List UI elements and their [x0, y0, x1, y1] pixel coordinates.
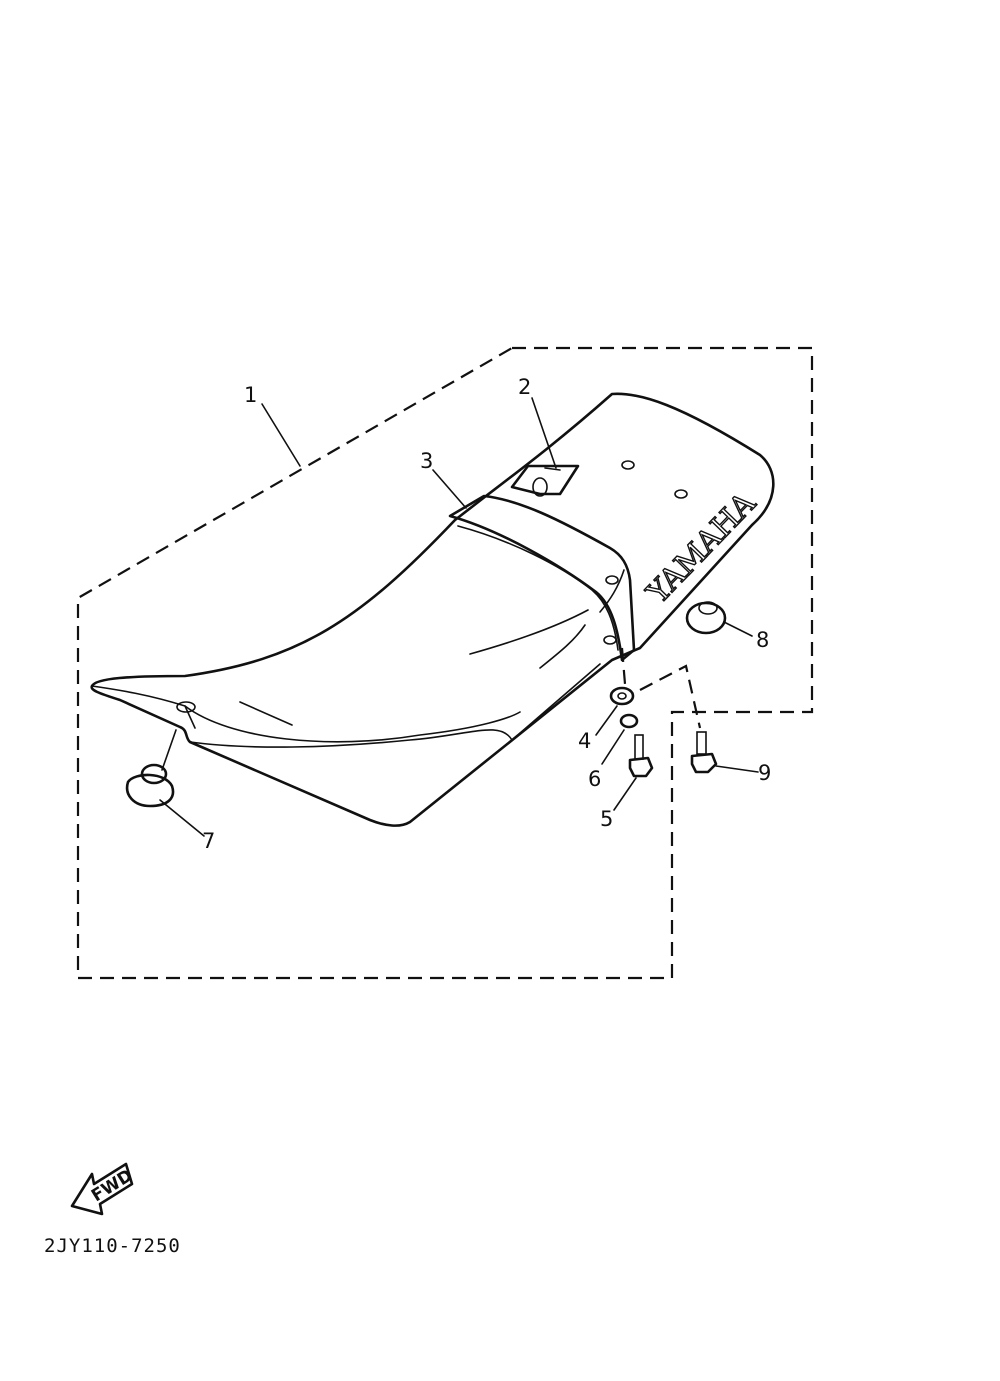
- alignment-line-seat-rear: [639, 664, 702, 729]
- seat-shade-2: [469, 609, 589, 655]
- bolt-rear-head: [690, 752, 718, 774]
- grommet-cap: [698, 601, 718, 615]
- leader-8: [723, 621, 753, 637]
- leader-7: [159, 799, 205, 837]
- hook-slot: [544, 467, 561, 471]
- collar-ring: [619, 713, 639, 729]
- damper-body: [125, 773, 175, 808]
- leader-6: [601, 729, 625, 765]
- seat-band[interactable]: [448, 494, 636, 662]
- washer-ring: [609, 686, 635, 706]
- front-damper[interactable]: [125, 763, 175, 808]
- seat-shade-3: [539, 624, 586, 669]
- seat-front-lip: [91, 685, 196, 729]
- leader-4: [595, 705, 618, 736]
- forward-arrow: FWD: [70, 1162, 136, 1216]
- washer-hole: [617, 692, 627, 700]
- rear-hole-1: [621, 460, 635, 470]
- callout-7: 7: [202, 829, 215, 853]
- seat-side-rim: [189, 663, 601, 748]
- seat-shade-4: [599, 569, 625, 613]
- front-mount-hole: [176, 701, 196, 713]
- seat-band-shape: [448, 494, 636, 662]
- callout-2: 2: [518, 375, 531, 399]
- leader-2: [531, 397, 557, 469]
- diagram-code: 2JY110-7250: [44, 1235, 181, 1257]
- bolt-rear[interactable]: [690, 731, 718, 774]
- seat-outline: [90, 392, 775, 827]
- leader-3: [432, 469, 467, 509]
- alignment-line-washer: [620, 647, 627, 685]
- callout-8: 8: [756, 628, 769, 652]
- callout-4: 4: [578, 729, 591, 753]
- grommet-body: [685, 601, 727, 635]
- leader-7-up: [161, 729, 177, 771]
- bolt-head: [628, 756, 654, 778]
- collar[interactable]: [619, 713, 639, 729]
- washer[interactable]: [609, 686, 635, 706]
- leader-5: [613, 777, 637, 811]
- callout-6: 6: [588, 767, 601, 791]
- assembly-boundary: [76, 346, 814, 980]
- rear-hole-3: [605, 575, 619, 585]
- callout-1: 1: [244, 383, 257, 407]
- leader-1: [261, 403, 301, 467]
- bolt-rear-shank: [696, 731, 707, 755]
- rear-hole-4: [603, 635, 617, 645]
- callout-9: 9: [758, 761, 771, 785]
- seat-contour: [184, 705, 521, 743]
- rear-hole-2: [674, 489, 688, 499]
- rear-grommet[interactable]: [685, 601, 727, 635]
- callout-3: 3: [420, 449, 433, 473]
- seat-hook[interactable]: [510, 464, 580, 497]
- damper-cap: [140, 763, 168, 785]
- leader-9: [715, 765, 759, 773]
- brand-lettering: YAMAHA: [640, 486, 763, 612]
- forward-arrow-icon: [70, 1162, 134, 1216]
- bolt-shank: [634, 734, 644, 760]
- hook-pin: [532, 477, 548, 497]
- callout-5: 5: [600, 807, 613, 831]
- seat-band-stitch: [457, 525, 619, 651]
- seat-assembly[interactable]: [90, 392, 775, 827]
- seat-shade-1: [239, 701, 293, 726]
- bolt[interactable]: [628, 734, 654, 778]
